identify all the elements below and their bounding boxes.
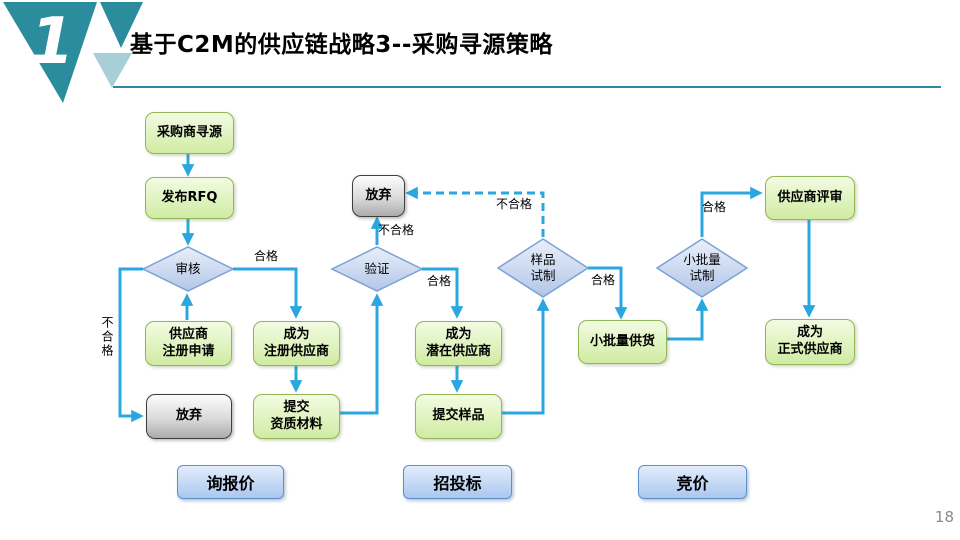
- node-become-potential: 成为 潜在供应商: [415, 321, 502, 366]
- edge-trial-fail-to-abandon2-dashed: [405, 186, 545, 237]
- edge-batch-trial-pass-to-review: [700, 186, 763, 237]
- title-underline: [113, 86, 941, 88]
- emblem-triangle-large: [3, 2, 97, 103]
- decision-small-batch-trial-shape: [655, 238, 749, 298]
- category-inquiry: 询报价: [177, 465, 284, 499]
- edge-audit-pass-to-registered: [233, 267, 303, 319]
- edge-sample-to-trial: [502, 298, 550, 415]
- edge-label-audit-pass: 合格: [254, 249, 279, 263]
- decision-verify-label: 验证: [364, 261, 390, 277]
- header-emblem: [3, 2, 143, 103]
- emblem-triangle-light: [93, 53, 132, 88]
- node-publish-rfq: 发布RFQ: [145, 177, 234, 219]
- decision-small-batch-trial-label: 小批量 试制: [683, 252, 721, 283]
- edge-supply-to-batch-trial: [665, 298, 709, 341]
- emblem-triangle-small: [100, 2, 143, 48]
- node-supplier-review: 供应商评审: [765, 176, 855, 220]
- node-submit-qualification: 提交 资质材料: [253, 394, 340, 439]
- node-abandon-2: 放弃: [352, 175, 405, 217]
- edge-label-sample-fail: 不合格: [496, 197, 533, 211]
- node-abandon-1: 放弃: [146, 394, 232, 439]
- category-auction: 竞价: [638, 465, 747, 499]
- edge-qualification-to-verify: [340, 293, 384, 415]
- node-supplier-reg-apply: 供应商 注册申请: [145, 321, 232, 366]
- edge-label-audit-fail: 不合格: [100, 316, 114, 358]
- node-small-batch-supply: 小批量供货: [578, 320, 667, 364]
- category-bidding: 招投标: [403, 465, 512, 499]
- decision-audit-label: 审核: [175, 261, 201, 277]
- page-title: 基于C2M的供应链战略3--采购寻源策略: [130, 32, 553, 58]
- node-purchasing-sourcing: 采购商寻源: [145, 112, 234, 154]
- decision-sample-trial-label: 样品 试制: [530, 252, 556, 283]
- edge-trial-pass-to-supply: [588, 266, 628, 320]
- page-number: 18: [934, 508, 954, 526]
- section-number: 1: [29, 5, 75, 79]
- edge-label-trial-pass: 合格: [702, 200, 727, 214]
- node-become-registered: 成为 注册供应商: [253, 321, 340, 366]
- node-become-formal: 成为 正式供应商: [765, 319, 855, 365]
- edge-label-verify-fail: 不合格: [378, 223, 415, 237]
- edge-label-verify-pass: 合格: [427, 274, 452, 288]
- edge-audit-fail-to-abandon1: [118, 267, 144, 423]
- node-submit-sample: 提交样品: [415, 394, 502, 439]
- edge-verify-pass-to-potential: [422, 267, 464, 319]
- edge-label-sample-pass: 合格: [591, 273, 616, 287]
